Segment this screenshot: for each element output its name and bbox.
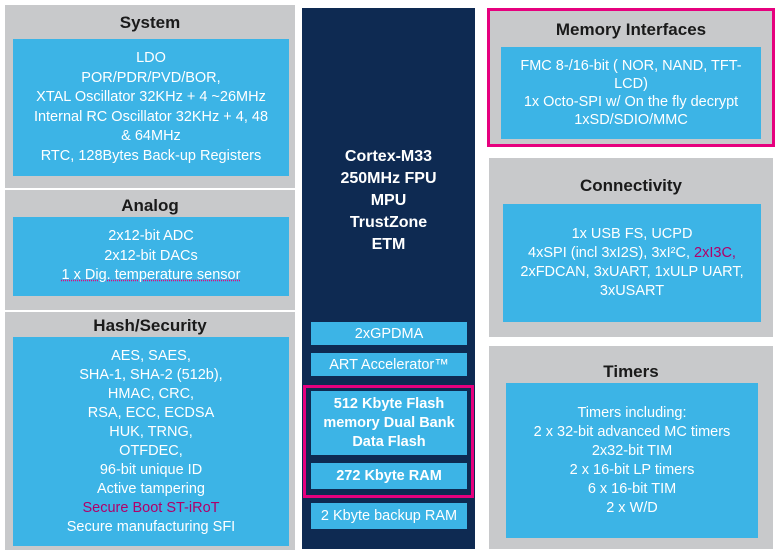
system-line: Internal RC Oscillator 32KHz + 4, 48 [33, 108, 269, 125]
timers-line: Timers including: [577, 404, 687, 421]
system-line: XTAL Oscillator 32KHz + 4 ~26MHz [36, 89, 266, 105]
hash-security-line: HUK, TRNG, [109, 423, 193, 440]
art-accelerator-box: ART Accelerator™ [311, 353, 467, 376]
timers-line: 2 x 16-bit LP timers [569, 461, 695, 478]
memory-interfaces-line: FMC 8-/16-bit ( NOR, NAND, TFT- [520, 58, 742, 74]
hash-security-line: AES, SAES, [111, 347, 191, 364]
connectivity-line: 4xSPI (incl 3xI2S), 3xI²C, 2xI3C, [528, 244, 736, 263]
flash-line: 512 Kbyte Flash [333, 395, 445, 412]
core-line: ETM [371, 236, 406, 253]
ram-box: 272 Kbyte RAM [311, 463, 467, 489]
system-line: & 64MHz [121, 128, 181, 144]
timers-line: 2 x 32-bit advanced MC timers [533, 423, 731, 440]
connectivity-panel: Connectivity 1x USB FS, UCPD 4xSPI (incl… [489, 158, 773, 337]
timers-line: 2x32-bit TIM [591, 442, 673, 459]
hash-security-line: Secure manufacturing SFI [66, 518, 236, 535]
memory-interfaces-box: FMC 8-/16-bit ( NOR, NAND, TFT- LCD) 1x … [501, 47, 761, 139]
memory-interfaces-line: 1x Octo-SPI w/ On the fly decrypt [523, 94, 739, 110]
analog-line: 2x12-bit ADC [108, 228, 194, 245]
timers-title: Timers [603, 362, 659, 381]
flash-line: Data Flash [352, 433, 426, 450]
memory-interfaces-title: Memory Interfaces [555, 20, 707, 39]
timers-line: 2 x W/D [606, 499, 658, 516]
system-line: RTC, 128Bytes Back-up Registers [40, 147, 262, 164]
hash-security-line: SHA-1, SHA-2 (512b), [79, 366, 223, 383]
analog-line: 1 x Dig. temperature sensor [61, 267, 241, 284]
core-block: Cortex-M33 250MHz FPU MPU TrustZone ETM [302, 8, 475, 549]
timers-panel: Timers Timers including: 2 x 32-bit adva… [489, 346, 773, 549]
memory-interfaces-panel: Memory Interfaces FMC 8-/16-bit ( NOR, N… [487, 8, 775, 147]
connectivity-box: 1x USB FS, UCPD 4xSPI (incl 3xI2S), 3xI²… [503, 204, 761, 322]
core-line: 250MHz FPU [340, 170, 437, 187]
system-panel: System LDO POR/PDR/PVD/BOR, XTAL Oscilla… [5, 5, 295, 188]
analog-title: Analog [121, 196, 179, 215]
core-description: Cortex-M33 250MHz FPU MPU TrustZone ETM [302, 146, 475, 256]
hash-security-line: 96-bit unique ID [99, 461, 203, 478]
hash-security-title: Hash/Security [93, 316, 207, 335]
core-line: Cortex-M33 [344, 148, 433, 165]
system-line: POR/PDR/PVD/BOR, [81, 69, 221, 86]
memory-interfaces-line: LCD) [614, 76, 648, 92]
system-title: System [119, 13, 181, 32]
timers-box: Timers including: 2 x 32-bit advanced MC… [506, 383, 758, 538]
hash-security-panel: Hash/Security AES, SAES, SHA-1, SHA-2 (5… [5, 312, 295, 550]
connectivity-line: 2xFDCAN, 3xUART, 1xULP UART, [520, 264, 744, 280]
memory-highlight-frame [303, 385, 474, 498]
analog-panel: Analog 2x12-bit ADC 2x12-bit DACs 1 x Di… [5, 190, 295, 310]
connectivity-title: Connectivity [579, 176, 683, 195]
hash-security-line: OTFDEC, [119, 442, 183, 459]
core-line: TrustZone [349, 214, 428, 231]
gpdma-box: 2xGPDMA [311, 322, 467, 345]
analog-line: 2x12-bit DACs [104, 247, 198, 264]
connectivity-line: 1x USB FS, UCPD [571, 226, 693, 242]
connectivity-line: 3xUSART [599, 283, 665, 299]
system-box: LDO POR/PDR/PVD/BOR, XTAL Oscillator 32K… [13, 39, 289, 176]
i3c-highlight: 2xI3C, [694, 245, 736, 261]
hash-security-line: RSA, ECC, ECDSA [87, 404, 215, 421]
system-line: LDO [136, 50, 166, 66]
memory-interfaces-line: 1xSD/SDIO/MMC [574, 112, 688, 128]
backup-ram-box: 2 Kbyte backup RAM [311, 503, 467, 529]
timers-line: 6 x 16-bit TIM [587, 480, 677, 497]
flash-line: memory Dual Bank [323, 414, 455, 431]
hash-security-line: HMAC, CRC, [107, 385, 195, 402]
hash-security-line: Active tampering [97, 480, 205, 497]
flash-box: 512 Kbyte Flash memory Dual Bank Data Fl… [311, 391, 467, 455]
connectivity-line-segment: 4xSPI (incl 3xI2S), 3xI²C, [528, 245, 695, 261]
core-line: MPU [370, 192, 407, 209]
secure-boot-line: Secure Boot ST-iRoT [82, 499, 220, 516]
analog-box: 2x12-bit ADC 2x12-bit DACs 1 x Dig. temp… [13, 217, 289, 296]
hash-security-box: AES, SAES, SHA-1, SHA-2 (512b), HMAC, CR… [13, 337, 289, 546]
